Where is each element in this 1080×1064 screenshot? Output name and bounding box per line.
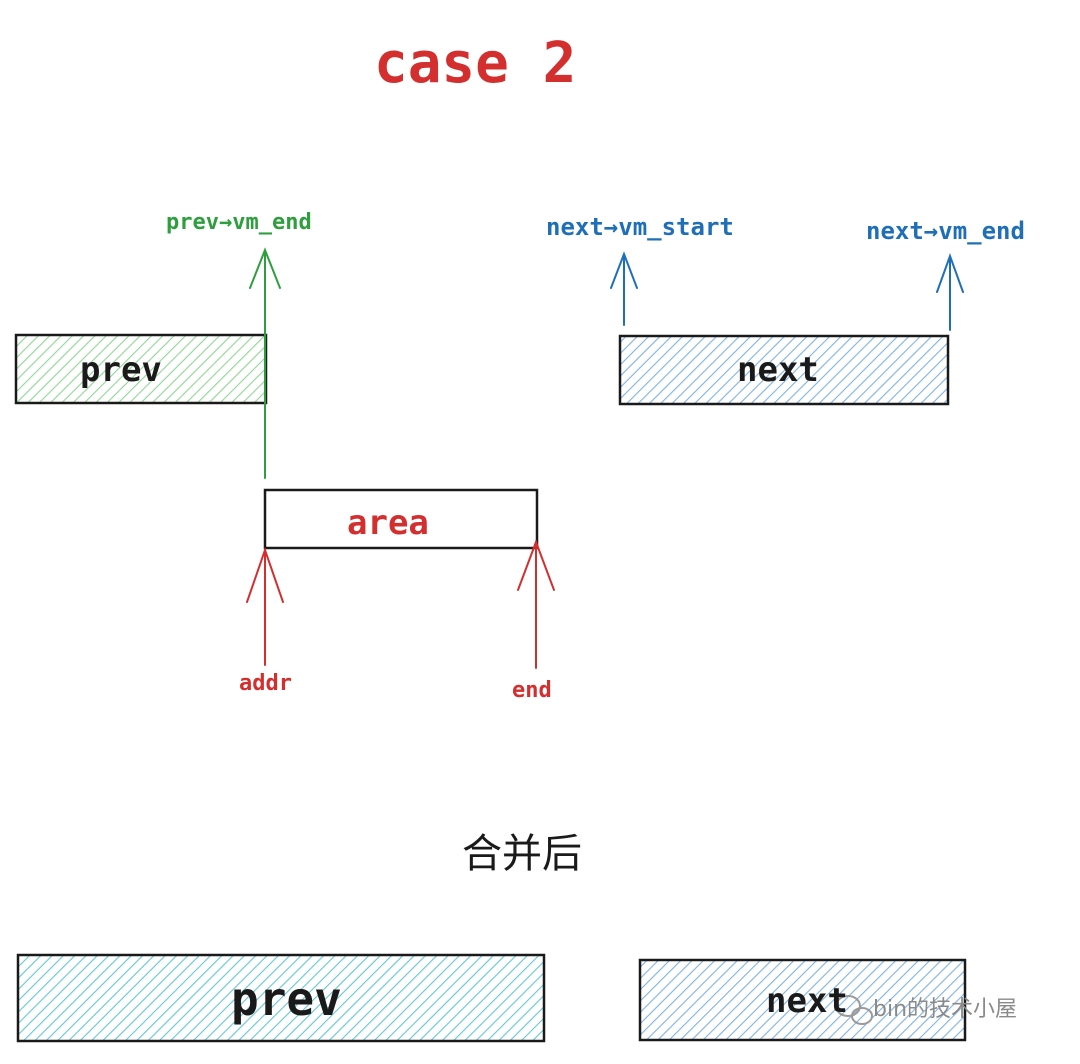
prev-box-label: prev [80, 350, 162, 390]
end-label: end [512, 678, 552, 703]
addr-label: addr [239, 671, 292, 696]
next-vm-end-label: next→vm_end [866, 217, 1025, 245]
next-vm-start-arrow [610, 251, 638, 326]
area-box [263, 488, 539, 550]
addr-arrow [246, 546, 284, 666]
wechat-icon [835, 995, 873, 1025]
after-merge-heading: 合并后 [462, 831, 582, 877]
watermark: bin的技术小屋 [873, 997, 1018, 1022]
diagram-title: case 2 [374, 31, 577, 96]
next-box [618, 334, 950, 406]
prev-vm-end-arrow [249, 247, 281, 479]
prev-vm-end-label: prev→vm_end [166, 210, 312, 235]
merged-prev-box [16, 953, 546, 1043]
next-vm-start-label: next→vm_start [546, 213, 734, 241]
merged-prev-label: prev [231, 972, 342, 1026]
area-box-label: area [347, 503, 429, 543]
end-arrow [517, 539, 555, 669]
after-next-label: next [766, 981, 848, 1021]
next-vm-end-arrow [936, 253, 964, 331]
next-box-label: next [737, 350, 819, 390]
prev-box [14, 333, 268, 405]
after-next-box [638, 958, 967, 1042]
